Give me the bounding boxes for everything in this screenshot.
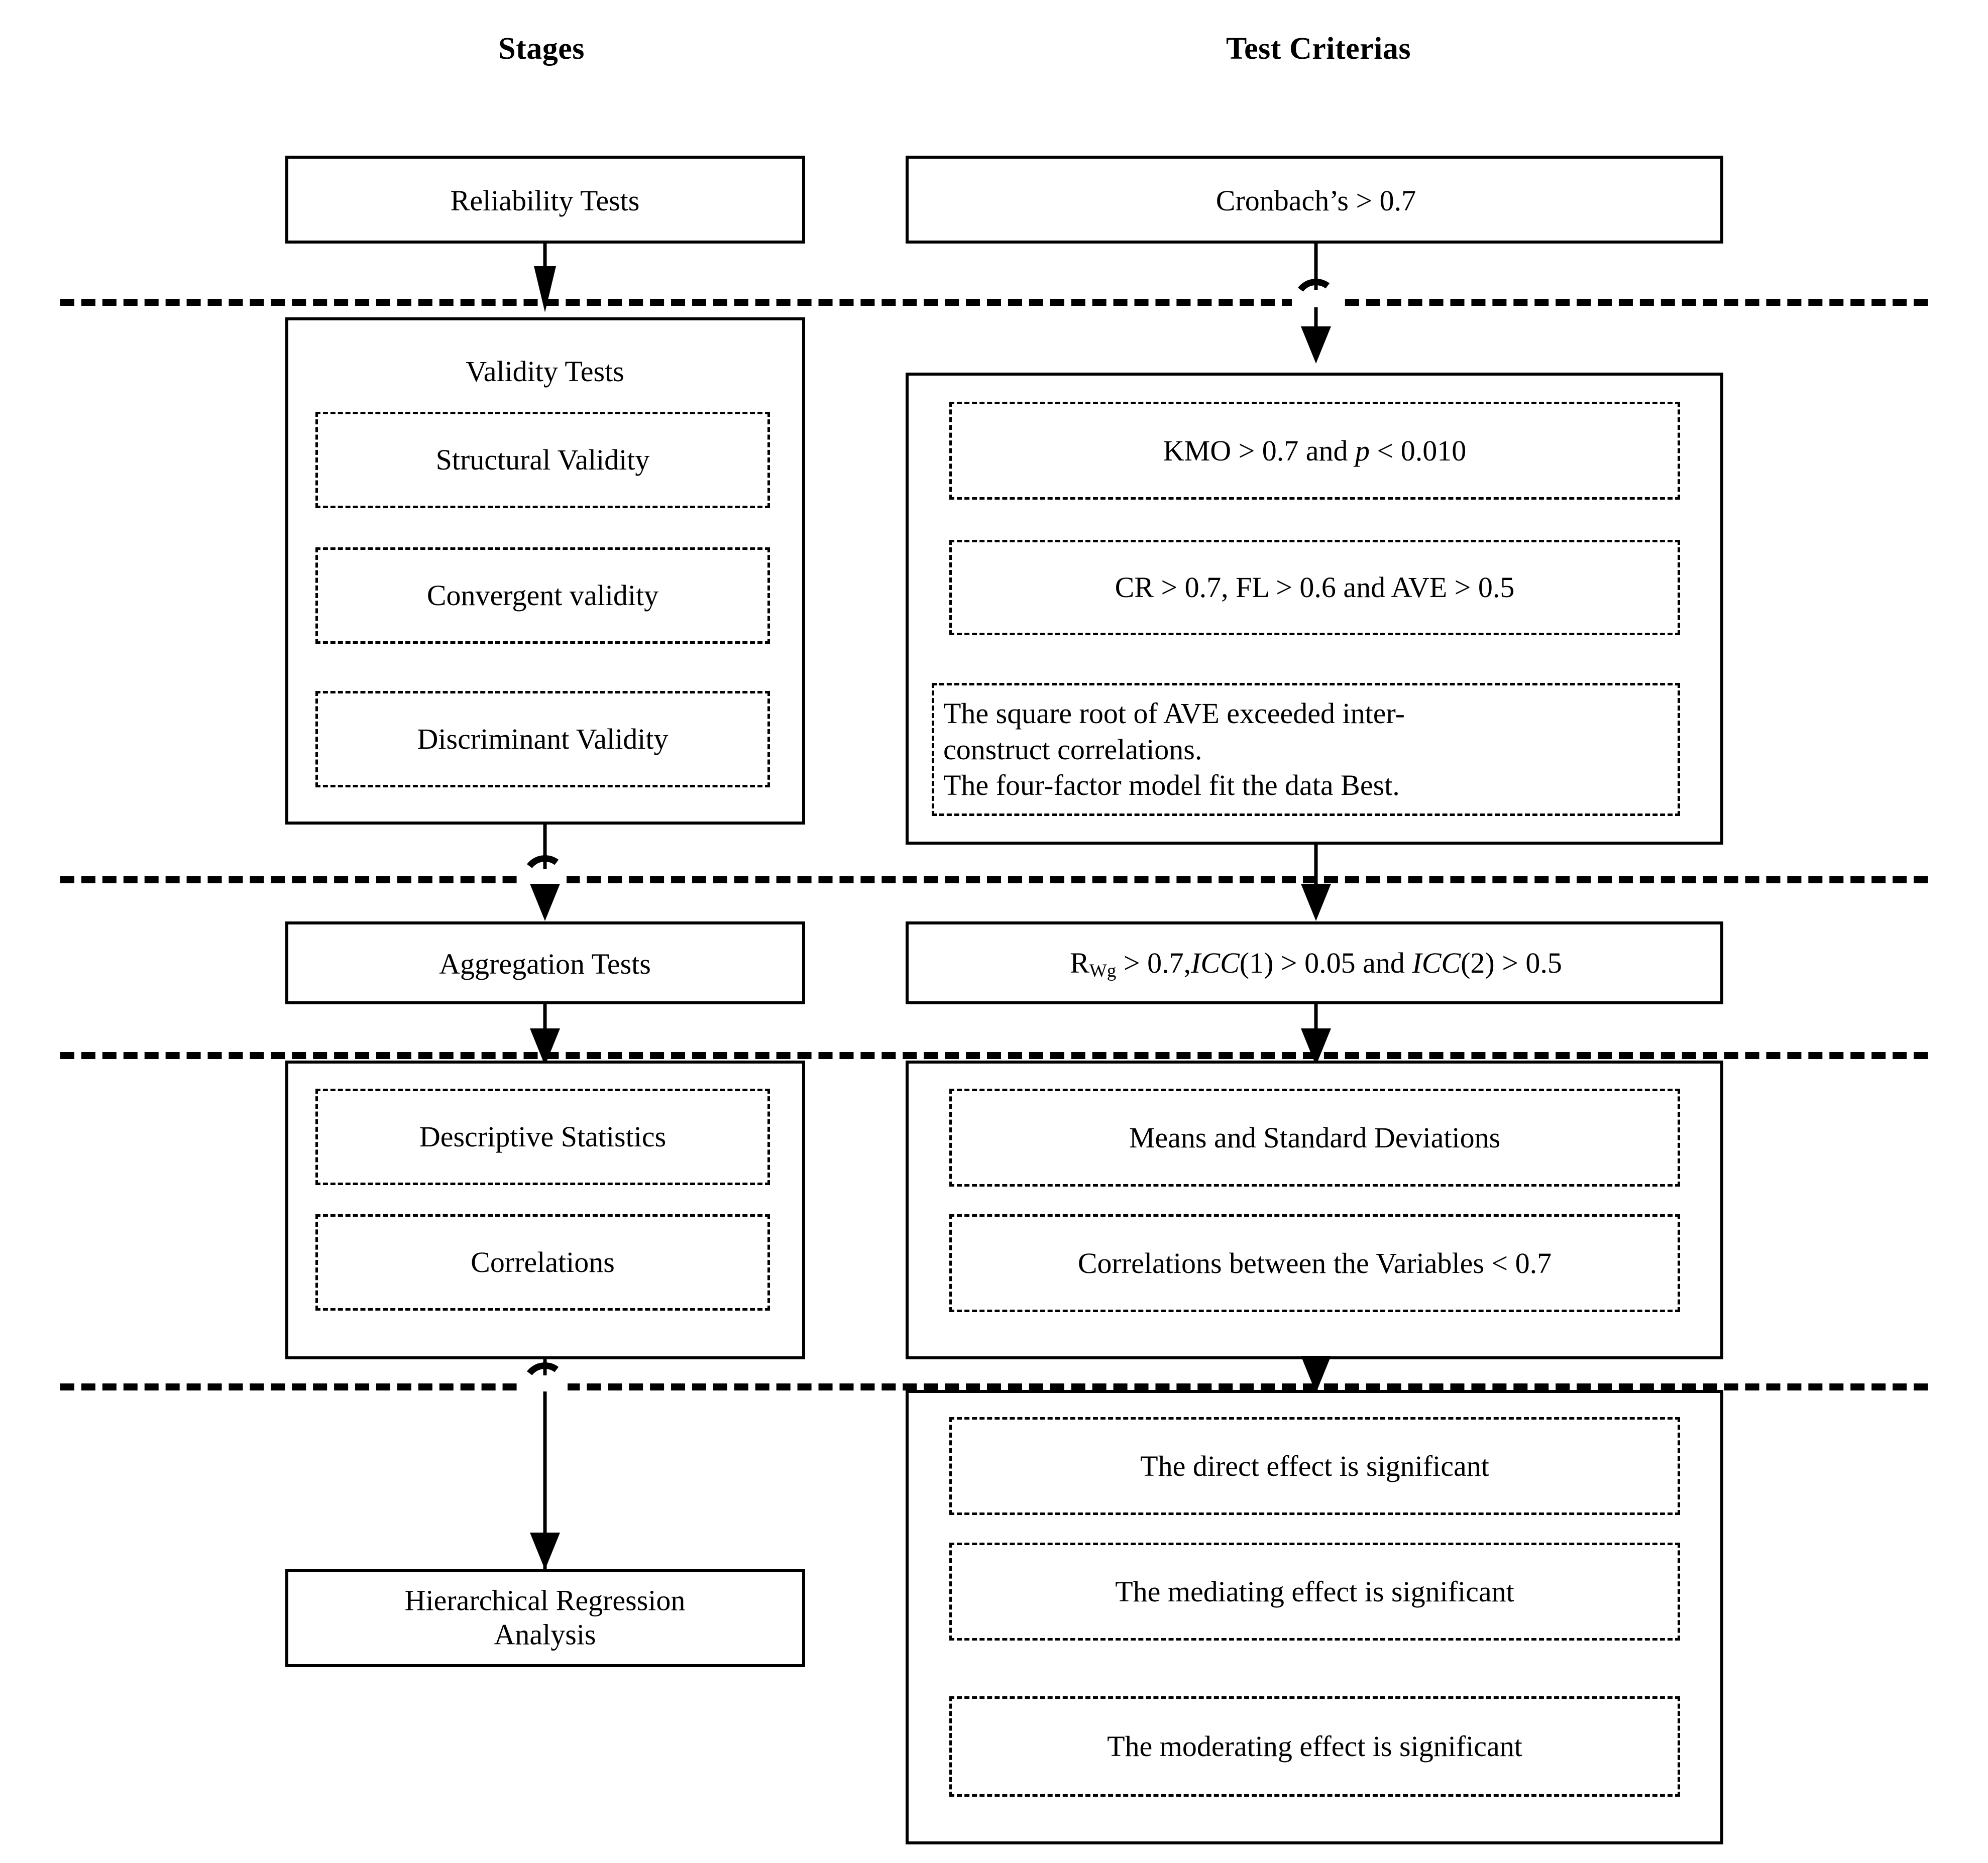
- connector-line-validitycrit-to-aggregationcrit: [1314, 845, 1318, 899]
- rwg-subscript: Wg: [1089, 961, 1117, 982]
- stage-subbox-descriptive-statistics[interactable]: Descriptive Statistics: [315, 1089, 770, 1185]
- criteria-sublabel-mediating-effect: The mediating effect is significant: [1115, 1575, 1514, 1608]
- icc-mid2: (1) > 0.05 and: [1239, 947, 1412, 980]
- criteria-sublabel-cr-fl-ave: CR > 0.7, FL > 0.6 and AVE > 0.5: [1115, 571, 1515, 604]
- column-header-test-criterias: Test Criterias: [1226, 32, 1411, 66]
- line-jump-mask-2: [523, 869, 567, 884]
- criteria-sublabel-correlations-variables: Correlations between the Variables < 0.7: [1077, 1246, 1552, 1279]
- criteria-subbox-moderating-effect[interactable]: The moderating effect is significant: [949, 1696, 1680, 1797]
- ave-sqrt-line-3: The four-factor model fit the data Best.: [943, 769, 1400, 802]
- stage-subbox-correlations[interactable]: Correlations: [315, 1214, 770, 1311]
- criteria-sublabel-kmo: KMO > 0.7 and p < 0.010: [1156, 433, 1474, 469]
- criteria-label-aggregation: RWg > 0.7,ICC(1) > 0.05 and ICC(2) > 0.5: [1070, 946, 1562, 982]
- criteria-sublabel-direct-effect: The direct effect is significant: [1140, 1449, 1489, 1482]
- connector-arrowhead-descriptivescrit-to-regressioncrit: [1301, 1356, 1331, 1393]
- stage-separator-1: [60, 299, 1928, 306]
- line-jump-mask-3: [522, 1375, 568, 1391]
- criteria-subbox-cr-fl-ave[interactable]: CR > 0.7, FL > 0.6 and AVE > 0.5: [949, 540, 1680, 635]
- stage-sublabel-descriptive-statistics: Descriptive Statistics: [419, 1120, 667, 1153]
- stage-sublabel-correlations: Correlations: [471, 1246, 615, 1279]
- column-header-stages: Stages: [498, 32, 585, 66]
- criteria-sublabel-ave-sqrt: The square root of AVE exceeded inter- c…: [934, 695, 1678, 804]
- rwg-mid1: > 0.7,: [1116, 947, 1191, 980]
- connector-arrowhead-aggregationcrit-to-descriptivescrit: [1301, 1028, 1331, 1066]
- connector-line-descriptives-to-regression: [543, 1359, 547, 1570]
- stage-box-aggregation-tests[interactable]: [285, 921, 805, 1004]
- connector-arrowhead-aggregation-to-descriptives: [530, 1028, 560, 1066]
- connector-arrowhead-validitycrit-to-aggregationcrit: [1301, 884, 1331, 921]
- connector-line-cronbach-to-kmo: [1314, 244, 1318, 331]
- line-jump-arc-1: [1290, 276, 1342, 327]
- criteria-subbox-kmo[interactable]: KMO > 0.7 and p < 0.010: [949, 402, 1680, 500]
- stage-label-reliability-tests: Reliability Tests: [450, 184, 640, 217]
- stage-label-aggregation-tests: Aggregation Tests: [439, 947, 651, 980]
- ave-sqrt-line-2: construct correlations.: [943, 733, 1202, 766]
- icc2-italic: ICC: [1412, 947, 1461, 980]
- criteria-box-aggregation[interactable]: [906, 921, 1723, 1004]
- connector-arrowhead-descriptives-to-regression: [530, 1533, 560, 1570]
- regression-label-line-2: Analysis: [494, 1618, 596, 1651]
- criteria-subbox-ave-sqrt[interactable]: The square root of AVE exceeded inter- c…: [932, 683, 1680, 816]
- criteria-subbox-correlations-variables[interactable]: Correlations between the Variables < 0.7: [949, 1214, 1680, 1312]
- criteria-subbox-mediating-effect[interactable]: The mediating effect is significant: [949, 1543, 1680, 1641]
- connector-line-validity-to-aggregation: [543, 825, 547, 884]
- stage-label-validity-tests: Validity Tests: [466, 355, 624, 388]
- line-jump-arc-3: [519, 1359, 571, 1411]
- stage-box-reliability-tests[interactable]: [285, 156, 805, 244]
- stage-sublabel-structural-validity: Structural Validity: [435, 443, 650, 477]
- stage-subbox-discriminant-validity[interactable]: Discriminant Validity: [315, 691, 770, 787]
- stage-subbox-structural-validity[interactable]: Structural Validity: [315, 412, 770, 508]
- stage-separator-2: [60, 876, 1928, 883]
- criteria-label-cronbach: Cronbach’s > 0.7: [1216, 184, 1416, 217]
- stage-box-hierarchical-regression[interactable]: [285, 1569, 805, 1667]
- stage-subbox-convergent-validity[interactable]: Convergent validity: [315, 547, 770, 644]
- rwg-r: R: [1070, 947, 1089, 980]
- criteria-sublabel-moderating-effect: The moderating effect is significant: [1107, 1730, 1522, 1763]
- regression-label-line-1: Hierarchical Regression: [404, 1584, 686, 1617]
- connector-arrowhead-validity-to-aggregation: [530, 884, 560, 921]
- criteria-sublabel-means-sd: Means and Standard Deviations: [1129, 1121, 1501, 1154]
- criteria-box-reliability[interactable]: [906, 156, 1723, 244]
- line-jump-mask-1: [1292, 290, 1340, 307]
- kmo-italic-p: p: [1355, 434, 1370, 467]
- stage-separator-3: [60, 1052, 1928, 1059]
- kmo-pre: KMO > 0.7 and: [1163, 434, 1356, 467]
- stage-sublabel-discriminant-validity: Discriminant Validity: [417, 723, 669, 756]
- connector-arrowhead-reliability-to-validity: [534, 266, 556, 312]
- connector-arrowhead-cronbach-to-kmo: [1301, 326, 1331, 364]
- stage-separator-4: [60, 1383, 1928, 1390]
- kmo-post: < 0.010: [1370, 434, 1467, 467]
- stage-sublabel-convergent-validity: Convergent validity: [426, 579, 659, 612]
- ave-sqrt-line-1: The square root of AVE exceeded inter-: [943, 696, 1405, 730]
- stage-label-hierarchical-regression: Hierarchical Regression Analysis: [296, 1584, 794, 1653]
- criteria-subbox-direct-effect[interactable]: The direct effect is significant: [949, 1417, 1680, 1515]
- icc1-italic: ICC: [1191, 947, 1240, 980]
- icc-mid3: (2) > 0.5: [1461, 947, 1562, 980]
- criteria-subbox-means-sd[interactable]: Means and Standard Deviations: [949, 1089, 1680, 1187]
